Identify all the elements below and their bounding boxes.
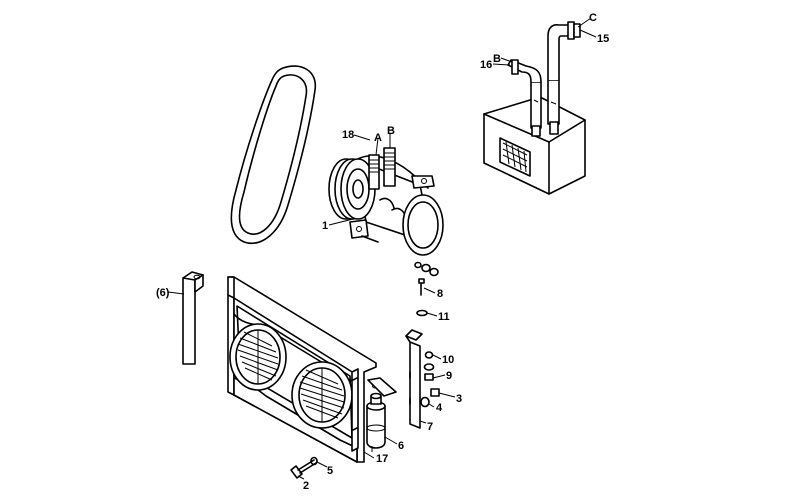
- callout-4: 4: [436, 402, 443, 414]
- leader-lines: [167, 17, 597, 480]
- callout-10: 10: [442, 354, 454, 366]
- callout-9: 9: [446, 370, 452, 382]
- pipe-label-b: B: [493, 53, 501, 65]
- callout-8: 8: [437, 288, 443, 300]
- callout-17: 17: [376, 453, 388, 465]
- callout-7: 7: [427, 421, 433, 433]
- drive-belt-icon: [230, 65, 316, 244]
- callout-3: 3: [456, 393, 462, 405]
- compressor-mount-hardware: [414, 261, 439, 317]
- compressor-icon: [328, 147, 444, 256]
- bolt-washer: [290, 456, 318, 479]
- callout-5: 5: [327, 465, 333, 477]
- condenser-icon: [227, 276, 377, 463]
- callout-2: 2: [303, 480, 309, 492]
- refrigerant-pipes: [507, 21, 581, 137]
- callout-1: 1: [322, 220, 328, 232]
- pipe-label-c: C: [589, 12, 597, 24]
- port-label-a: A: [374, 132, 382, 144]
- callout-16: 16: [480, 59, 492, 71]
- receiver-drier-icon: [366, 377, 397, 452]
- callout-18: 18: [342, 129, 354, 141]
- callout-11: 11: [438, 311, 450, 323]
- bracket-hardware: [372, 351, 440, 408]
- port-label-b: B: [387, 125, 395, 137]
- mounting-bracket-right: [405, 329, 423, 429]
- mounting-bracket-left: [182, 271, 204, 365]
- callout-15: 15: [597, 33, 609, 45]
- callout-6: 6: [398, 440, 404, 452]
- callout-6-bracket: (6): [156, 287, 170, 299]
- callout-labels: 1 2 3 4 5 6 (6) 7 8 9 10 11 15 16 17 18 …: [156, 12, 609, 492]
